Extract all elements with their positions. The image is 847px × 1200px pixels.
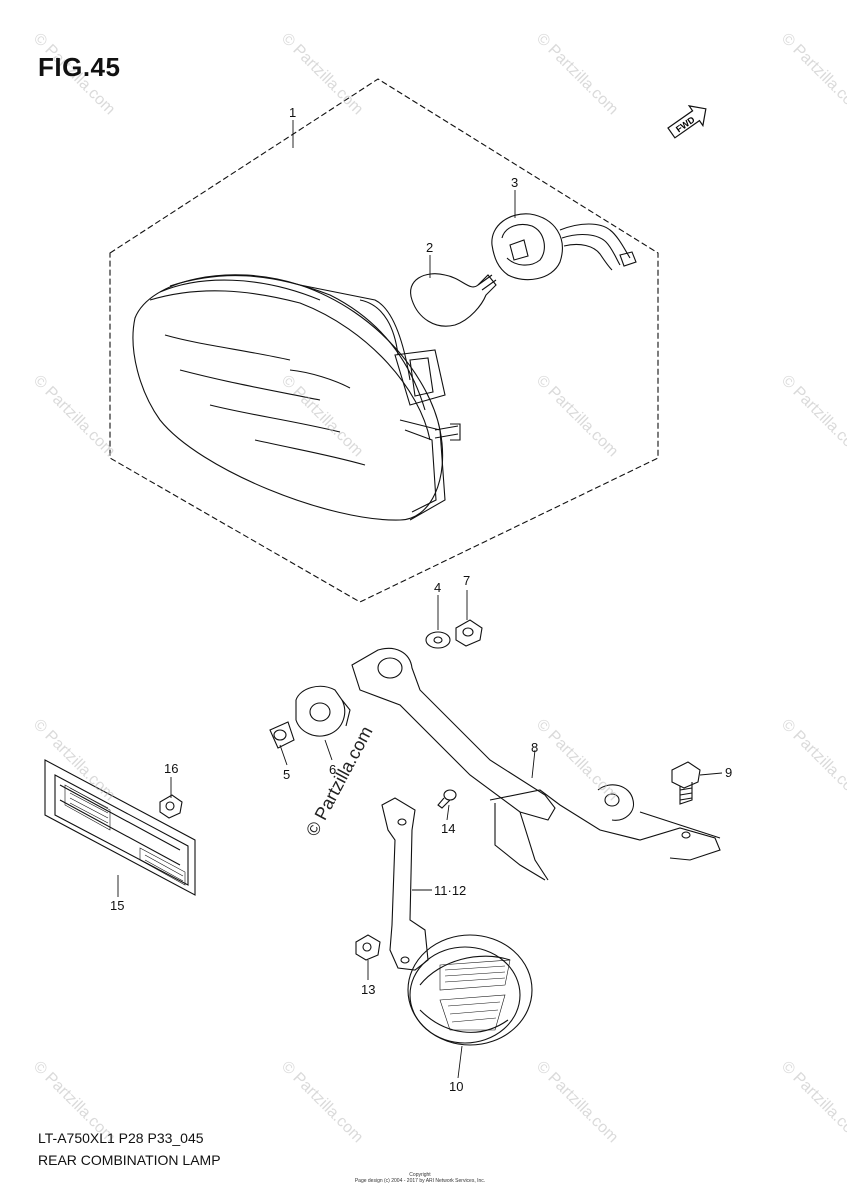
side-reflector [44,759,196,896]
nut-13 [355,934,381,961]
nut-7 [455,619,483,647]
callout-16: 16 [164,761,178,776]
callout-10: 10 [449,1079,463,1094]
callout-4: 4 [434,580,441,595]
figure-title: FIG.45 [38,52,121,82]
nut-16 [159,794,183,819]
callout-5: 5 [283,767,290,782]
round-reflector [407,934,533,1046]
callout-2: 2 [426,240,433,255]
lamp-housing [132,274,461,521]
callout-1: 1 [289,105,296,120]
callout-15: 15 [110,898,124,913]
callout-7: 7 [463,573,470,588]
callout-9: 9 [725,765,732,780]
stay [381,797,429,971]
leader-lines [117,120,723,1079]
collar [269,721,295,749]
model-code: LT-A750XL1 P28 P33_045 [38,1130,204,1146]
bulb [410,273,497,327]
copyright-heading: Copyright [409,1172,431,1178]
callout-13: 13 [361,982,375,997]
bolt-9 [671,761,701,805]
assembly-outline [109,78,659,603]
copyright-text: Page design (c) 2004 - 2017 by ARI Netwo… [354,1178,486,1184]
callout-14: 14 [441,821,455,836]
callout-6: 6 [329,762,336,777]
screw-14 [437,789,457,809]
bracket [351,647,721,881]
callout-11-12: 11·12 [434,883,466,898]
socket [491,213,637,281]
callout-8: 8 [531,740,538,755]
fwd-arrow: FWD [667,105,707,139]
callout-labels: 1 2 3 4 7 5 6 8 9 16 14 11·12 15 13 10 [110,105,732,1094]
callout-3: 3 [511,175,518,190]
figure-caption: REAR COMBINATION LAMP [38,1152,221,1168]
grommet [295,685,351,737]
washer [425,631,451,649]
